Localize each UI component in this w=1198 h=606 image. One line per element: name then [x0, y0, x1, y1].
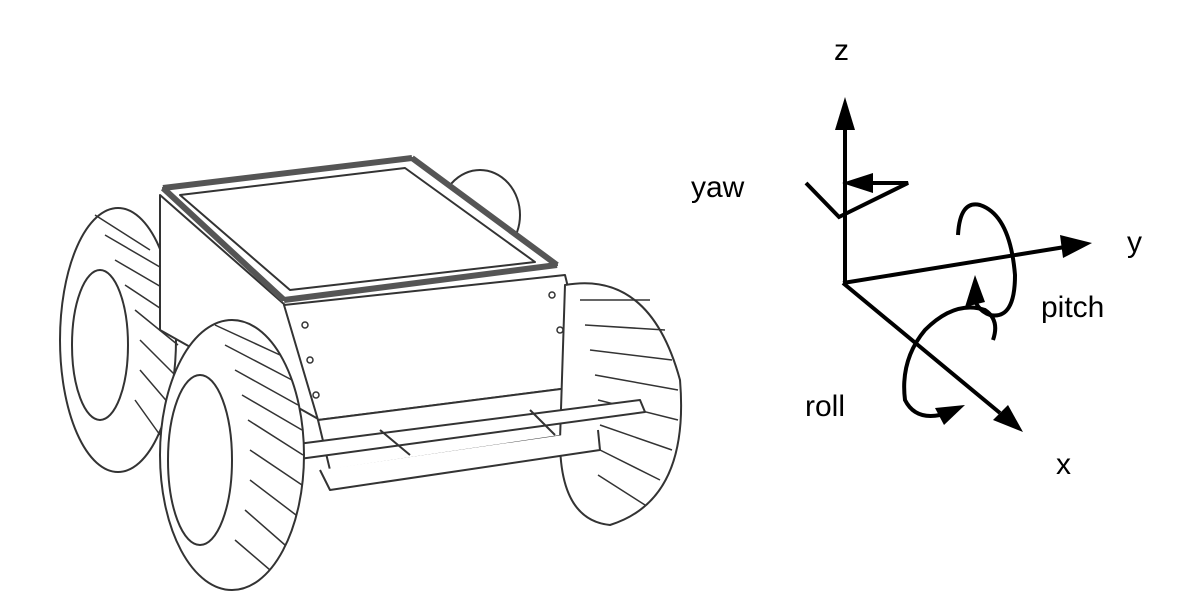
yaw-rotation — [804, 181, 909, 220]
roll-rotation — [902, 305, 998, 418]
pitch-arrowhead — [965, 275, 985, 307]
x-label: x — [1056, 448, 1071, 481]
top-frame — [160, 155, 559, 303]
x-arrowhead — [993, 405, 1023, 432]
z-label: z — [834, 34, 849, 67]
front-left-wheel — [159, 319, 305, 591]
pitch-label: pitch — [1041, 291, 1105, 324]
roll-label: roll — [805, 390, 846, 423]
yaw-label: yaw — [691, 171, 745, 204]
z-arrowhead — [835, 97, 855, 130]
y-arrowhead — [1060, 235, 1092, 258]
bumper — [285, 399, 646, 491]
y-label: y — [1127, 226, 1142, 259]
roll-arrowhead — [935, 405, 965, 425]
pitch-rotation — [956, 202, 1018, 318]
x-axis — [841, 281, 1002, 415]
yaw-arrowhead — [842, 173, 873, 193]
y-axis — [842, 245, 1066, 285]
